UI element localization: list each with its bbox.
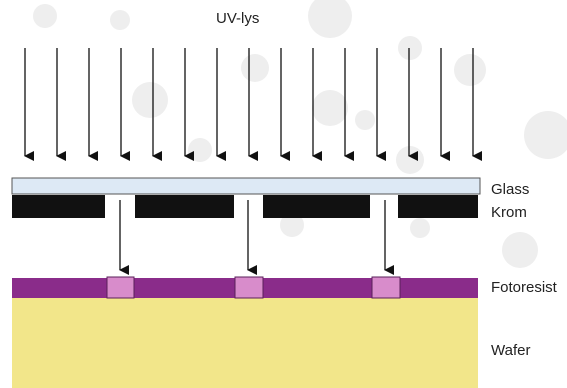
uv-light-arrows xyxy=(24,48,482,161)
background-bubble xyxy=(241,54,269,82)
exposed-region xyxy=(234,276,264,299)
exposed-region xyxy=(371,276,401,299)
background-bubble xyxy=(280,213,304,237)
krom-segment xyxy=(12,195,105,218)
glass-plate xyxy=(11,177,481,195)
background-bubbles xyxy=(33,0,567,268)
uv-light-label: UV-lys xyxy=(216,10,260,27)
background-bubble xyxy=(33,4,57,28)
background-bubble xyxy=(188,138,212,162)
background-bubble xyxy=(308,0,352,38)
wafer-substrate xyxy=(12,298,478,388)
background-bubble xyxy=(110,10,130,30)
fotoresist-label: Fotoresist xyxy=(491,279,557,296)
background-bubble xyxy=(410,218,430,238)
background-bubble xyxy=(454,54,486,86)
krom-segment xyxy=(135,195,234,218)
background-bubble xyxy=(396,146,424,174)
background-bubble xyxy=(398,36,422,60)
wafer-label: Wafer xyxy=(491,342,531,359)
krom-segment xyxy=(263,195,370,218)
background-bubble xyxy=(132,82,168,118)
background-bubble xyxy=(312,90,348,126)
background-bubble xyxy=(355,110,375,130)
krom-label: Krom xyxy=(491,204,527,221)
krom-mask xyxy=(12,195,478,218)
krom-segment xyxy=(398,195,478,218)
exposed-regions xyxy=(106,276,401,299)
transmitted-uv-arrows xyxy=(119,200,394,275)
exposed-region xyxy=(106,276,135,299)
background-bubble xyxy=(524,111,567,159)
glass-label: Glass xyxy=(491,181,530,198)
background-bubble xyxy=(502,232,538,268)
